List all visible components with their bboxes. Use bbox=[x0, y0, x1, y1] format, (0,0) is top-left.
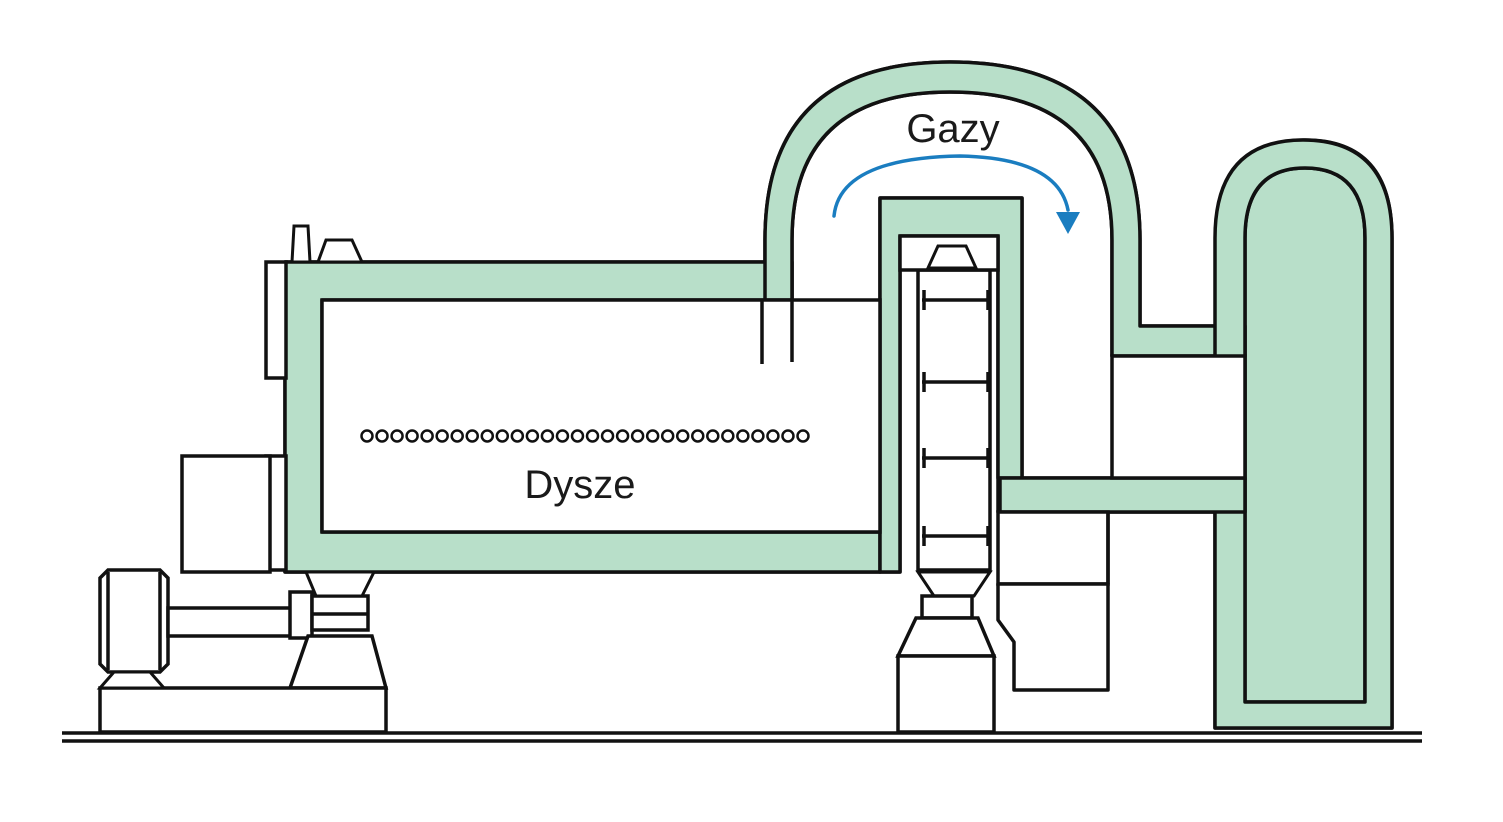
gas-flow-arrow bbox=[832, 154, 1080, 234]
column-base bbox=[895, 570, 997, 734]
gas-duct-arch bbox=[763, 60, 1247, 358]
circle-nozzle-icon bbox=[706, 429, 720, 443]
tank-band bbox=[1213, 138, 1394, 730]
circle-nozzle-icon bbox=[645, 429, 660, 443]
circle-nozzle-icon bbox=[570, 429, 585, 443]
circle-nozzle-icon bbox=[736, 429, 750, 443]
circle-nozzle-icon bbox=[495, 429, 510, 443]
circle-nozzle-icon bbox=[766, 429, 780, 443]
circle-nozzle-icon bbox=[435, 429, 449, 443]
lower-duct-band bbox=[998, 476, 1247, 514]
circle-nozzle-icon bbox=[405, 429, 419, 443]
separator-column bbox=[878, 196, 1024, 574]
label-gazy: Gazy bbox=[906, 107, 999, 151]
middle-housing bbox=[996, 354, 1247, 692]
label-dysze: Dysze bbox=[524, 463, 635, 507]
circle-nozzle-icon bbox=[660, 429, 675, 443]
motor bbox=[98, 568, 170, 674]
circle-nozzle-icon bbox=[555, 429, 570, 443]
circle-nozzle-icon bbox=[480, 429, 495, 443]
circle-nozzle-icon bbox=[540, 429, 555, 443]
circle-nozzle-icon bbox=[465, 429, 479, 443]
circle-nozzle-icon bbox=[420, 429, 434, 443]
circle-nozzle-icon bbox=[390, 429, 404, 443]
ground-line bbox=[62, 731, 1422, 743]
circle-nozzle-icon bbox=[510, 429, 525, 443]
right-tank bbox=[1213, 138, 1394, 730]
lower-duct bbox=[998, 476, 1247, 514]
column-cap-top bbox=[925, 244, 979, 270]
circle-nozzle-icon bbox=[615, 429, 630, 443]
column-inner bbox=[916, 268, 992, 572]
circle-nozzle-icon bbox=[585, 429, 600, 443]
circle-nozzle-icon bbox=[691, 429, 705, 443]
nozzle-row bbox=[360, 429, 810, 443]
circle-nozzle-icon bbox=[796, 429, 810, 443]
circle-nozzle-icon bbox=[450, 429, 464, 443]
circle-nozzle-icon bbox=[781, 429, 795, 443]
arrow-head bbox=[1056, 212, 1080, 234]
circle-nozzle-icon bbox=[360, 429, 374, 443]
curved-arrow-icon bbox=[832, 154, 1070, 218]
arch-band bbox=[763, 60, 1247, 358]
motor-drive bbox=[96, 568, 389, 734]
drum-interior bbox=[320, 298, 882, 534]
circle-nozzle-icon bbox=[675, 429, 690, 443]
circle-nozzle-icon bbox=[525, 429, 540, 443]
drum-left-end bbox=[180, 224, 365, 574]
column-rungs bbox=[922, 290, 990, 546]
circle-nozzle-icon bbox=[600, 429, 615, 443]
circle-nozzle-icon bbox=[751, 429, 765, 443]
circle-nozzle-icon bbox=[630, 429, 645, 443]
circle-nozzle-icon bbox=[375, 429, 389, 443]
circle-nozzle-icon bbox=[721, 429, 735, 443]
